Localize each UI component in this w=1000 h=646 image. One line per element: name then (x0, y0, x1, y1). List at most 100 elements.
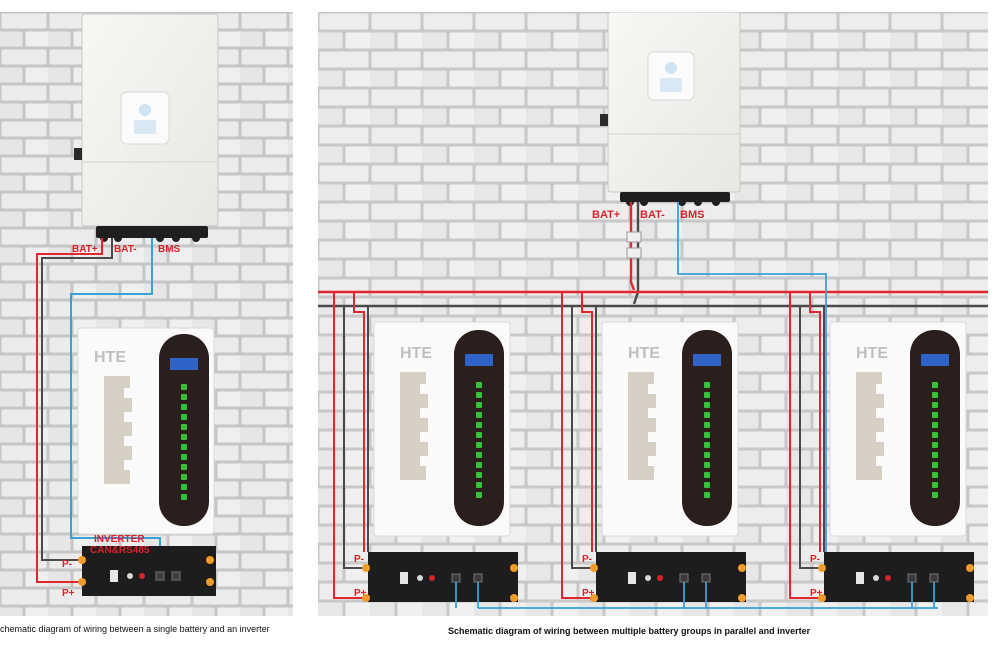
led-indicator (181, 494, 187, 500)
inverter-positive-lead (629, 202, 636, 291)
battery-negative-wire (571, 306, 592, 569)
p-plus-terminal (590, 594, 598, 602)
led-indicator (704, 452, 710, 458)
brand-logo: HTE (94, 349, 126, 366)
led-indicator (932, 392, 938, 398)
brand-logo: HTE (856, 345, 888, 362)
p-plus-terminal (818, 594, 826, 602)
p-minus-terminal (818, 564, 826, 572)
led-indicators (181, 384, 187, 500)
single-battery-diagram: BAT+ BAT- BMS HTE INVERTER CAN&RS485 P- … (0, 12, 293, 616)
battery-lcd (170, 358, 198, 370)
led-indicator (932, 442, 938, 448)
battery-negative-wire (343, 306, 364, 569)
led-indicator (181, 394, 187, 400)
p-minus-terminal (590, 564, 598, 572)
inverter-terminals (96, 226, 208, 238)
led-indicator (181, 414, 187, 420)
rs485-port (451, 573, 461, 583)
rs485-port (929, 573, 939, 583)
led-indicator (476, 382, 482, 388)
bat-minus-label: BAT- (640, 209, 665, 221)
inverter-terminals (620, 192, 730, 202)
led-indicator (476, 432, 482, 438)
bat-minus-label: BAT- (114, 244, 137, 255)
bms-label: BMS (158, 244, 181, 255)
communication-wire (70, 238, 161, 578)
battery-front-panel (82, 546, 216, 596)
rs485-port (701, 573, 711, 583)
inverter-port-label: INVERTER (94, 534, 145, 545)
battery-cells-graphic (856, 372, 884, 480)
led-indicator (932, 452, 938, 458)
p-minus-terminal (362, 564, 370, 572)
battery-front-panel (368, 552, 518, 602)
battery-lcd (921, 354, 949, 366)
bms-communication-wire (677, 202, 827, 568)
inverter-display (120, 91, 170, 145)
led-indicator (181, 464, 187, 470)
led-indicator (704, 432, 710, 438)
can-rs485-label: CAN&RS485 (90, 545, 150, 556)
p-plus-label: P+ (582, 588, 595, 599)
p-plus-label: P+ (62, 588, 75, 599)
battery-lcd (465, 354, 493, 366)
rs485-port (679, 573, 689, 583)
led-indicator (181, 444, 187, 450)
battery-lcd (693, 354, 721, 366)
led-indicator (704, 472, 710, 478)
battery-cells-graphic (400, 372, 428, 480)
inverter-logo-icon (665, 62, 677, 74)
led-indicator (704, 412, 710, 418)
led-indicator (181, 434, 187, 440)
parallel-battery-caption: Schematic diagram of wiring between mult… (448, 626, 811, 636)
battery-positive-wire (561, 292, 592, 599)
bat-plus-label: BAT+ (592, 209, 620, 221)
led-indicator (932, 482, 938, 488)
led-indicator (932, 422, 938, 428)
bms-label: BMS (680, 209, 704, 221)
inverter (74, 13, 219, 242)
led-indicator (181, 424, 187, 430)
led-indicator (932, 402, 938, 408)
led-indicator (932, 432, 938, 438)
battery-positive-wire (789, 292, 820, 599)
negative-wire (41, 238, 113, 561)
led-indicator (181, 384, 187, 390)
inverter (600, 12, 741, 206)
led-indicator (476, 452, 482, 458)
led-indicator (476, 402, 482, 408)
battery-module: HTE P- P+ (561, 292, 746, 608)
led-indicator (476, 392, 482, 398)
rs485-port (473, 573, 483, 583)
brand-logo: HTE (400, 345, 432, 362)
inverter-display (647, 51, 695, 101)
led-indicator (476, 422, 482, 428)
led-indicator (704, 422, 710, 428)
led-indicator (932, 382, 938, 388)
led-indicator (476, 412, 482, 418)
led-indicator (932, 472, 938, 478)
battery-front-panel (824, 552, 974, 602)
battery-cells-graphic (628, 372, 656, 480)
led-indicator (704, 492, 710, 498)
led-indicator (476, 442, 482, 448)
led-indicator (476, 472, 482, 478)
single-battery-caption: chematic diagram of wiring between a sin… (0, 624, 270, 634)
p-minus-terminal (78, 556, 86, 564)
battery-positive-wire (333, 292, 364, 599)
bat-plus-label: BAT+ (72, 244, 98, 255)
battery-cells-graphic (104, 376, 132, 484)
led-indicator (704, 402, 710, 408)
brand-logo: HTE (628, 345, 660, 362)
p-plus-label: P+ (810, 588, 823, 599)
battery-negative-wire (799, 306, 820, 569)
led-indicator (704, 392, 710, 398)
p-minus-label: P- (582, 554, 592, 565)
positive-wire (36, 238, 103, 583)
